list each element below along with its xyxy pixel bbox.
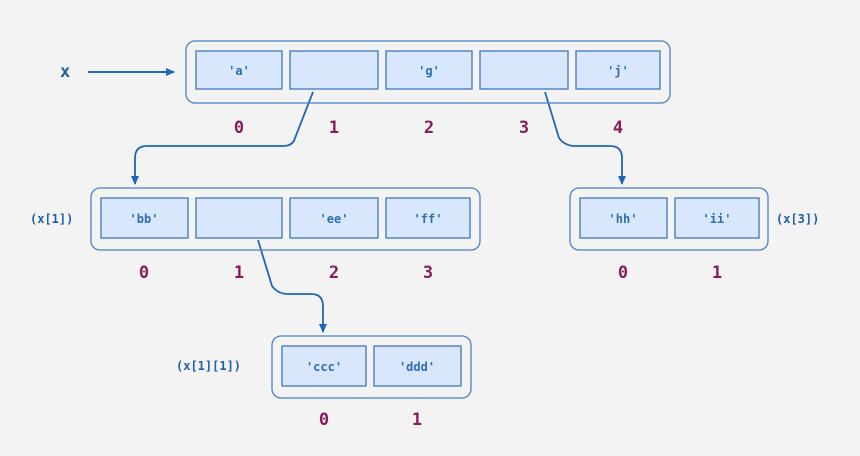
list-label: (x[1]) <box>30 212 73 226</box>
list-cell <box>579 197 668 239</box>
list-container <box>569 187 769 251</box>
cell-value: 'ee' <box>320 212 349 226</box>
index-label: 1 <box>412 410 422 430</box>
list-cell <box>289 197 379 239</box>
reference-arrow <box>131 91 314 185</box>
list-label: (x[1][1]) <box>176 359 241 373</box>
index-label: 4 <box>613 118 623 138</box>
list-cell <box>385 50 473 90</box>
reference-arrows <box>131 91 626 333</box>
list-container <box>271 335 472 399</box>
cell-value: 'ccc' <box>306 360 342 374</box>
cell-value: 'ii' <box>703 212 732 226</box>
list-cell <box>674 197 760 239</box>
index-label: 1 <box>712 263 722 283</box>
list-cell <box>281 345 367 387</box>
list-container <box>185 40 671 104</box>
variable-name: x <box>60 62 70 82</box>
index-label: 0 <box>618 263 628 283</box>
index-label: 3 <box>423 263 433 283</box>
list-cell <box>575 50 661 90</box>
reference-arrow <box>257 239 327 333</box>
index-label: 1 <box>234 263 244 283</box>
cell-value: 'ddd' <box>399 360 435 374</box>
cell-value: 'hh' <box>609 212 638 226</box>
cell-value: 'bb' <box>130 212 159 226</box>
list-container <box>90 187 481 251</box>
index-label: 0 <box>234 118 244 138</box>
list-label: (x[3]) <box>776 212 819 226</box>
list-cell <box>479 50 569 90</box>
index-label: 3 <box>519 118 529 138</box>
list-cell <box>195 197 283 239</box>
list-cell <box>100 197 189 239</box>
cell-value: 'g' <box>418 64 440 78</box>
cell-value: 'j' <box>607 64 629 78</box>
index-label: 0 <box>139 263 149 283</box>
index-label: 2 <box>424 118 434 138</box>
index-label: 1 <box>329 118 339 138</box>
cell-value: 'ff' <box>414 212 443 226</box>
index-label: 2 <box>329 263 339 283</box>
list-cell <box>373 345 462 387</box>
list-cell <box>195 50 283 90</box>
reference-arrow <box>544 91 626 185</box>
list-cell <box>385 197 471 239</box>
cell-value: 'a' <box>228 64 250 78</box>
list-x1: (x[1]) 'bb' 'ee' 'ff' 0 1 2 3 <box>30 187 481 283</box>
list-cell <box>289 50 379 90</box>
index-label: 0 <box>319 410 329 430</box>
list-x11: (x[1][1]) 'ccc' 'ddd' 0 1 <box>176 335 472 430</box>
list-x: 'a' 'g' 'j' 0 1 2 3 4 <box>185 40 671 138</box>
list-x3: 'hh' 'ii' (x[3]) 0 1 <box>569 187 819 283</box>
